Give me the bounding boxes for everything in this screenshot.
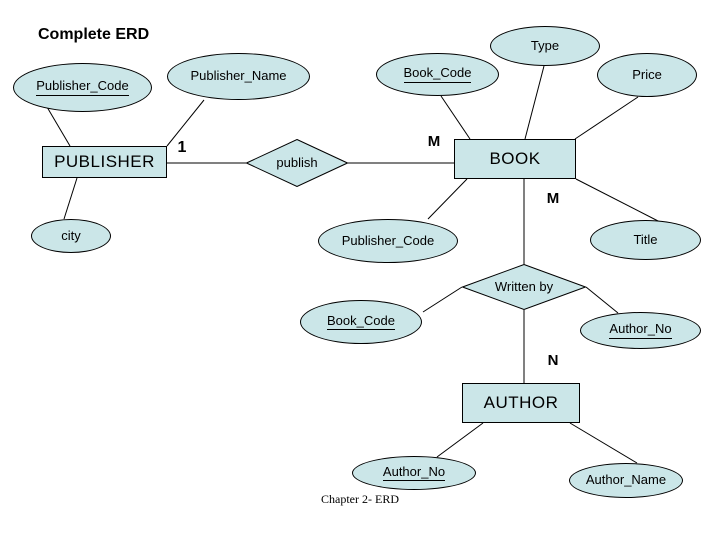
connector-publishername-publisher (166, 99, 205, 147)
attribute-publisher-code-key: Publisher_Code (13, 63, 152, 112)
attribute-publisher-code-fk: Publisher_Code (318, 219, 458, 263)
cardinality-publisher-publish: 1 (177, 139, 187, 156)
attribute-label: Publisher_Code (36, 79, 129, 96)
relationship-publish: publish (246, 139, 348, 187)
connector-writtenby-authornolink (585, 286, 619, 314)
connector-writtenby-bookcodefk (422, 286, 463, 313)
attribute-label: Author_No (382, 464, 446, 482)
entity-label: BOOK (489, 148, 541, 168)
entity-book: BOOK (454, 139, 576, 179)
attribute-label: Author_No (609, 322, 672, 339)
connector-bookcode-book (440, 95, 471, 140)
attribute-label: Title (633, 231, 658, 247)
diamond-shape (462, 264, 586, 310)
attribute-label: Book_Code (327, 313, 395, 331)
slide-title: Complete ERD (38, 26, 150, 43)
attribute-city: city (31, 219, 111, 253)
attribute-label: Publisher_Name (190, 68, 287, 84)
connector-publishercode-publisher (46, 106, 71, 147)
entity-label: PUBLISHER (54, 151, 155, 171)
connector-publisher-city (63, 177, 78, 220)
attribute-label: Book_Code (403, 66, 472, 83)
connector-price-book (574, 96, 639, 140)
attribute-book-code-link: Book_Code (300, 300, 422, 344)
attribute-label: Author_Name (585, 472, 667, 488)
cardinality-book-writtenby: M (546, 190, 560, 207)
relationship-label: Written by (494, 278, 554, 294)
attribute-label: Type (530, 37, 560, 53)
connector-book-publishercodefk (427, 178, 468, 220)
connector-author-authorname (569, 422, 638, 464)
slide-footer: Chapter 2- ERD (321, 492, 399, 506)
attribute-title: Title (590, 220, 701, 260)
attribute-price: Price (597, 53, 697, 97)
entity-publisher: PUBLISHER (42, 146, 167, 178)
attribute-author-name: Author_Name (569, 463, 683, 498)
attribute-type: Type (490, 26, 600, 66)
attribute-book-code-key: Book_Code (376, 53, 499, 96)
connector-author-authornopk (436, 422, 484, 458)
attribute-label: city (61, 227, 81, 243)
relationship-label: publish (276, 154, 318, 170)
cardinality-writtenby-author: N (547, 352, 559, 369)
connector-type-book (524, 65, 545, 140)
diamond-shape (246, 139, 348, 187)
attribute-publisher-name: Publisher_Name (167, 53, 310, 100)
attribute-author-no-key: Author_No (352, 456, 476, 490)
attribute-label: Publisher_Code (341, 232, 435, 248)
attribute-label: Price (632, 66, 662, 82)
cardinality-publish-book: M (427, 133, 441, 150)
entity-label: AUTHOR (483, 392, 559, 412)
relationship-written-by: Written by (462, 264, 586, 310)
connector-book-title (575, 178, 661, 223)
attribute-author-no-link: Author_No (580, 312, 701, 349)
entity-author: AUTHOR (462, 383, 580, 423)
